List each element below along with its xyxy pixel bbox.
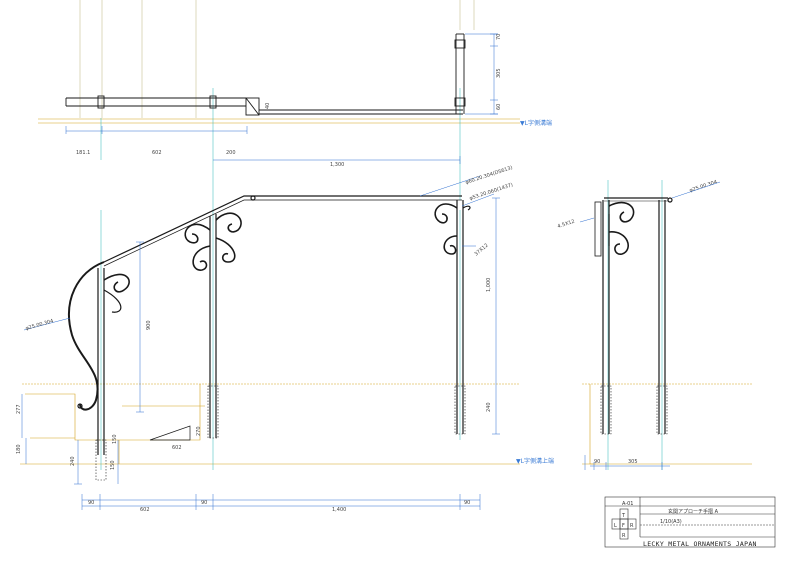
reference-lines: [20, 118, 752, 465]
dim-150: 150: [112, 434, 118, 444]
front-elevation: [67, 195, 471, 455]
title-block: [604, 496, 776, 548]
plan-ref-label: ▼L字側溝端: [520, 119, 552, 127]
dim-277: 277: [16, 404, 22, 414]
plan-dim-602: 602: [152, 150, 162, 156]
callout-side-post: 4.5X12: [557, 219, 576, 230]
dim-bottom-90c: 90: [464, 500, 470, 506]
logo-letter-l: L: [614, 523, 617, 529]
plan-view: [65, 33, 466, 116]
title-block-text: A-01 玄関アプローチ手摺 A 1/10(A3) LECKY METAL OR…: [614, 501, 757, 548]
side-annotations: φ25.00.304 4.5X12: [557, 179, 721, 230]
dim-bottom-1400: 1,400: [332, 507, 346, 513]
plan-side-dim-60: 60: [496, 104, 502, 110]
centerlines: [100, 88, 663, 470]
callout-scroll-spec: 37X12: [473, 243, 489, 258]
plan-dim-181: 181.1: [76, 150, 90, 156]
ref-label-bottom: ▼L字側溝上端: [516, 457, 554, 465]
drawing-number: A-01: [622, 501, 633, 507]
dim-270: 270: [196, 426, 202, 436]
slope-dim: 602: [172, 445, 182, 451]
drawing-scale: 1/10(A3): [660, 519, 682, 525]
logo-letter-t: T: [621, 513, 626, 519]
callout-mid-rail: φ53.20.060(1437): [469, 182, 514, 202]
dim-bottom-602: 602: [140, 507, 150, 513]
callout-side-rail: φ25.00.304: [689, 179, 718, 194]
plan-annotations: 40 181.1 602 200 1,300 70 305 60 ▼L字側溝端: [65, 34, 552, 168]
side-elevation: [594, 197, 673, 434]
elevation-dimension-text: 900 1,000 240 240 277 180 270 150 150 90…: [16, 165, 638, 513]
callout-left-curve: φ25.00.304: [25, 318, 54, 332]
dim-240-left: 240: [70, 456, 76, 466]
drawing-title: 玄関アプローチ手摺 A: [668, 508, 719, 515]
dim-900: 900: [146, 320, 152, 330]
dim-side-90: 90: [594, 459, 600, 465]
logo-letter-r2: R: [622, 533, 626, 539]
dim-1000: 1,000: [486, 278, 492, 292]
post-footings: [95, 385, 668, 481]
company-name: LECKY METAL ORNAMENTS JAPAN: [643, 540, 757, 548]
dim-240-right: 240: [486, 402, 492, 412]
elevation-dimension-lines: [21, 175, 670, 510]
plan-box-dim: 40: [265, 103, 271, 109]
dim-bottom-90b: 90: [201, 500, 207, 506]
grid-lines: [79, 0, 475, 118]
dim-150b: 150: [110, 460, 116, 470]
logo-letter-r: R: [630, 523, 634, 529]
plan-side-dim-305: 305: [496, 68, 502, 78]
plan-dim-200: 200: [226, 150, 236, 156]
logo-letter-f: F: [622, 523, 625, 529]
dim-bottom-90a: 90: [88, 500, 94, 506]
callout-top-rail: φ60.20.304(DS613): [465, 165, 514, 186]
plan-side-dim-70: 70: [496, 34, 502, 40]
dim-side-305: 305: [628, 459, 638, 465]
slope-symbol: 602: [149, 425, 191, 451]
dim-180: 180: [16, 444, 22, 454]
plan-dim-1300: 1,300: [330, 162, 344, 168]
